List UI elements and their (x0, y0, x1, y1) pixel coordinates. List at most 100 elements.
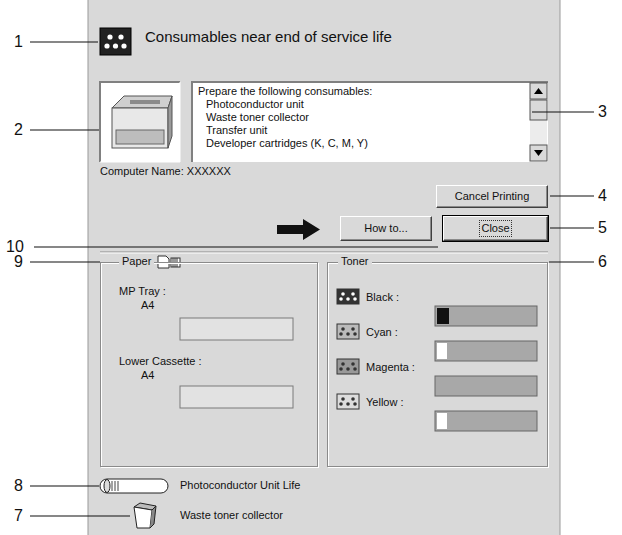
message-list-box (192, 82, 548, 162)
toner-icon (346, 297, 350, 301)
toner-icon (341, 292, 345, 296)
toner-name: Cyan : (366, 326, 398, 339)
toner-icon (337, 324, 359, 339)
toner-icon (339, 297, 343, 301)
paper-size: A4 (141, 299, 154, 312)
toner-icon (339, 402, 343, 406)
leader-line (549, 261, 594, 262)
leader-line (550, 195, 594, 196)
message-list-box (530, 83, 547, 99)
status-icon (100, 28, 131, 55)
photoconductor-icon (100, 479, 168, 493)
separator-line (100, 253, 548, 254)
message-list-box (534, 88, 543, 94)
dialog-panel (88, 0, 560, 535)
toner-icon (341, 327, 345, 331)
paper-level-bar (180, 386, 293, 408)
push-button: Close (443, 216, 548, 241)
group-heading: Paper (119, 255, 154, 268)
printer-picture (100, 82, 180, 162)
toner-bar (437, 308, 449, 324)
group-box: PaperMP Tray :A4Lower Cassette :A4 (100, 262, 318, 467)
toner-name: Magenta : (366, 361, 415, 374)
toner-icon (351, 362, 355, 366)
callout-number: 5 (598, 218, 607, 238)
printer-picture (112, 96, 172, 108)
toner-icon (346, 402, 350, 406)
toner-name: Yellow : (366, 396, 404, 409)
status-icon (104, 43, 109, 48)
callout-number: 3 (598, 102, 607, 122)
message-text: Prepare the following consumables: (198, 85, 372, 98)
paper-level-bar (180, 318, 293, 340)
toner-icon (337, 289, 359, 304)
message-text: Waste toner collector (206, 111, 309, 124)
leader-line (30, 485, 99, 486)
toner-icon (351, 397, 355, 401)
dialog-window: Consumables near end of service lifeComp… (88, 0, 560, 535)
toner-icon (353, 402, 357, 406)
callout-number: 1 (14, 32, 23, 52)
button-label: Close (481, 222, 509, 235)
toner-bar (435, 306, 537, 326)
leader-line (34, 246, 438, 247)
toner-icon (339, 367, 343, 371)
toner-icon (353, 367, 357, 371)
callout-number: 7 (14, 506, 23, 526)
leader-line (30, 515, 130, 516)
dialog-title: Consumables near end of service life (145, 28, 392, 46)
button-label: How to... (364, 222, 407, 235)
computer-name: Computer Name: XXXXXX (100, 165, 231, 178)
paper-size: A4 (141, 369, 154, 382)
toner-icon (351, 292, 355, 296)
toner-bar (435, 306, 537, 326)
waste-toner-icon (134, 507, 152, 528)
toner-bar (435, 411, 537, 431)
message-list-box (530, 145, 547, 161)
status-icon (107, 34, 112, 39)
toner-icon (337, 324, 359, 339)
leader-line (30, 261, 100, 262)
photoconductor-icon (112, 481, 113, 491)
toner-icon (337, 359, 359, 374)
message-list-box (534, 150, 543, 156)
tray-name: MP Tray : (119, 285, 166, 298)
group-heading: Toner (338, 255, 372, 268)
toner-bar (435, 341, 537, 361)
message-text: Photoconductor unit (206, 98, 304, 111)
message-text: Developer cartridges (K, C, M, Y) (206, 137, 368, 150)
status-icon (113, 43, 118, 48)
callout-number: 9 (14, 252, 23, 272)
toner-icon (337, 359, 359, 374)
toner-icon (341, 362, 345, 366)
callout-number: 8 (14, 476, 23, 496)
printer-picture (130, 100, 160, 104)
leader-line (30, 129, 99, 130)
message-text: Transfer unit (206, 124, 267, 137)
leader-line (532, 111, 594, 112)
toner-icon (353, 332, 357, 336)
toner-icon (351, 327, 355, 331)
push-button: Cancel Printing (436, 185, 548, 208)
toner-icon (339, 332, 343, 336)
tray-name: Lower Cassette : (119, 355, 202, 368)
toner-name: Black : (366, 291, 399, 304)
photoconductor-icon (104, 480, 110, 493)
status-icon (100, 28, 131, 55)
toner-bar (435, 411, 537, 431)
printer-picture (168, 96, 172, 148)
status-icon (121, 43, 126, 48)
callout-number: 6 (598, 252, 607, 272)
push-button: How to... (340, 216, 432, 241)
printer-picture (116, 130, 164, 144)
toner-icon (337, 289, 359, 304)
toner-bar (435, 341, 537, 361)
toner-icon (346, 367, 350, 371)
toner-bar (437, 343, 447, 359)
toner-bar (437, 413, 447, 429)
status-icon (118, 34, 123, 39)
group-box: TonerBlack :Cyan :Magenta :Yellow : (327, 262, 548, 467)
photoconductor-icon (115, 481, 116, 491)
photoconductor-icon (100, 479, 168, 493)
